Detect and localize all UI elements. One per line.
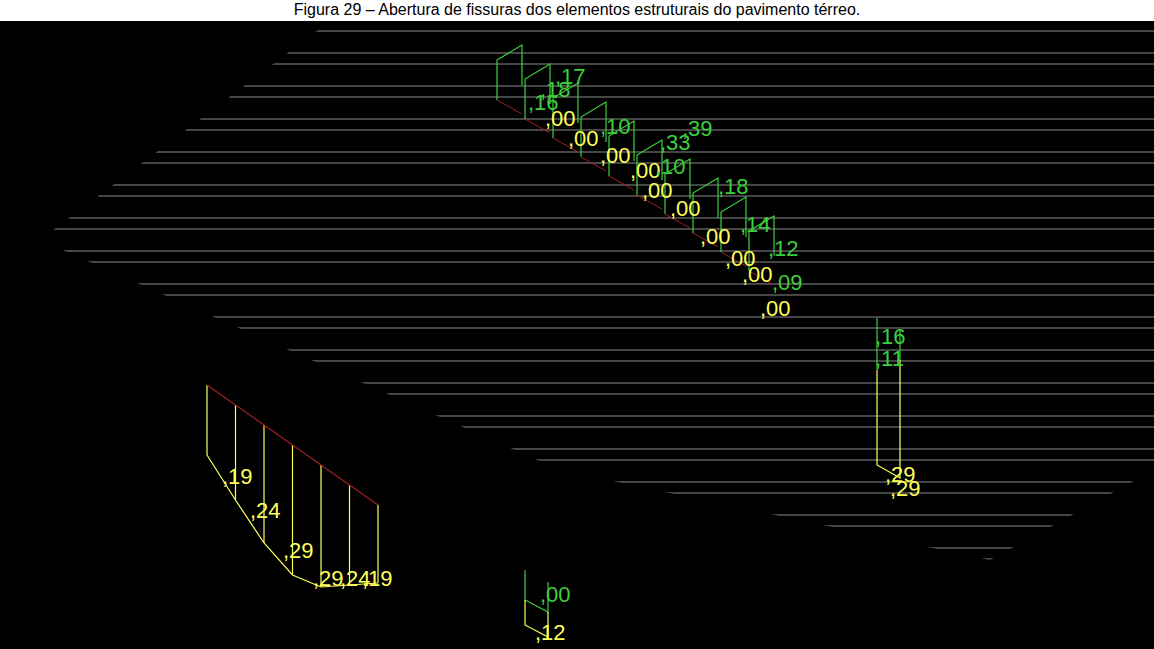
crack-diagram (207, 385, 378, 505)
crack-value: ,12 (768, 238, 799, 260)
crack-value: ,10 (600, 116, 631, 138)
grid-line (0, 31, 1154, 32)
grid-line (0, 394, 1154, 395)
grid-line (0, 416, 1154, 417)
grid-line (0, 449, 1154, 450)
crack-value: ,29 (313, 568, 344, 590)
figure-caption: Figura 29 – Abertura de fissuras dos ele… (0, 1, 1154, 19)
crack-value: ,00 (742, 264, 773, 286)
grid-line (0, 350, 1154, 351)
grid-line (0, 97, 1154, 98)
crack-value: ,12 (535, 622, 566, 644)
grid-line (0, 20, 1154, 21)
crack-value: ,29 (890, 478, 921, 500)
grid-line (0, 163, 1154, 164)
crack-value: ,14 (740, 214, 771, 236)
crack-value: ,16 (875, 326, 906, 348)
grid-line (0, 64, 1154, 65)
grid-line (0, 328, 1154, 329)
grid-line (0, 427, 1154, 428)
crack-diagram (497, 100, 522, 114)
crack-value: ,00 (760, 298, 791, 320)
crack-value: ,29 (283, 540, 314, 562)
grid-line (0, 493, 1154, 494)
crack-diagram (263, 425, 264, 543)
grid-line (0, 196, 1154, 197)
grid-line (0, 581, 1154, 582)
grid-line (0, 614, 1154, 615)
grid-line (0, 185, 1154, 186)
crack-value: ,10 (655, 156, 686, 178)
crack-value: ,19 (362, 568, 393, 590)
grid-line (0, 53, 1154, 54)
crack-value: ,00 (540, 584, 571, 606)
grid-line (0, 119, 1154, 120)
crack-diagram (206, 385, 207, 455)
grid-line (0, 361, 1154, 362)
grid-line (0, 295, 1154, 296)
crack-value: ,00 (600, 145, 631, 167)
grid-line (0, 647, 1154, 648)
grid-line (0, 460, 1154, 461)
crack-value: ,00 (545, 108, 576, 130)
grid-line (0, 625, 1154, 626)
crack-diagram (877, 360, 900, 478)
crack-value: ,24 (250, 500, 281, 522)
crack-value: ,09 (772, 272, 803, 294)
crack-value: ,11 (875, 348, 904, 370)
crack-value: ,18 (718, 176, 749, 198)
crack-value: ,00 (642, 180, 673, 202)
crack-diagram (497, 45, 522, 100)
grid-line (0, 251, 1154, 252)
grid-line (0, 262, 1154, 263)
grid-line (0, 515, 1154, 516)
grid-line (0, 548, 1154, 549)
grid-line (0, 284, 1154, 285)
crack-value: ,00 (568, 128, 599, 150)
crack-value: ,00 (700, 226, 731, 248)
grid-line (0, 559, 1154, 560)
grid-line (0, 592, 1154, 593)
crack-value: ,19 (222, 466, 253, 488)
grid-line (0, 229, 1154, 230)
grid-line (0, 526, 1154, 527)
grid-line (0, 218, 1154, 219)
grid-line (0, 317, 1154, 318)
crack-value: ,33 (660, 132, 691, 154)
grid-line (0, 383, 1154, 384)
grid-line (0, 482, 1154, 483)
crack-value: ,00 (670, 198, 701, 220)
